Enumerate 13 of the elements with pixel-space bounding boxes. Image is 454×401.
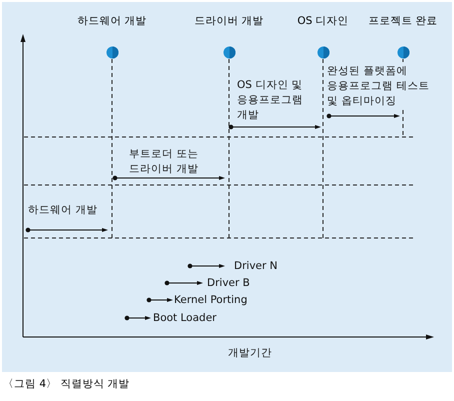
milestone-label: 하드웨어 개발 [76,14,148,29]
milestone-label: 드라이버 개발 [193,14,265,29]
text-label: Driver B [207,276,251,291]
text-label: Boot Loader [153,311,218,326]
text-label: 하드웨어 개발 [28,203,98,218]
text-label: Driver N [234,259,279,274]
text-label: 완성된 플랫폼에 응용프로그램 테스트 및 옵티마이징 [327,64,430,109]
axis-label: 개발기간 [227,346,273,361]
text-label: 부트로더 또는 드라이버 개발 [129,147,200,177]
text-label: Kernel Porting [174,293,248,308]
caption: 〈그림 4〉 직렬방식 개발 [3,377,130,391]
milestone-label: 프로젝트 완료 [367,14,439,29]
text-label: OS 디자인 및 응용프로그램 개발 [237,78,304,123]
